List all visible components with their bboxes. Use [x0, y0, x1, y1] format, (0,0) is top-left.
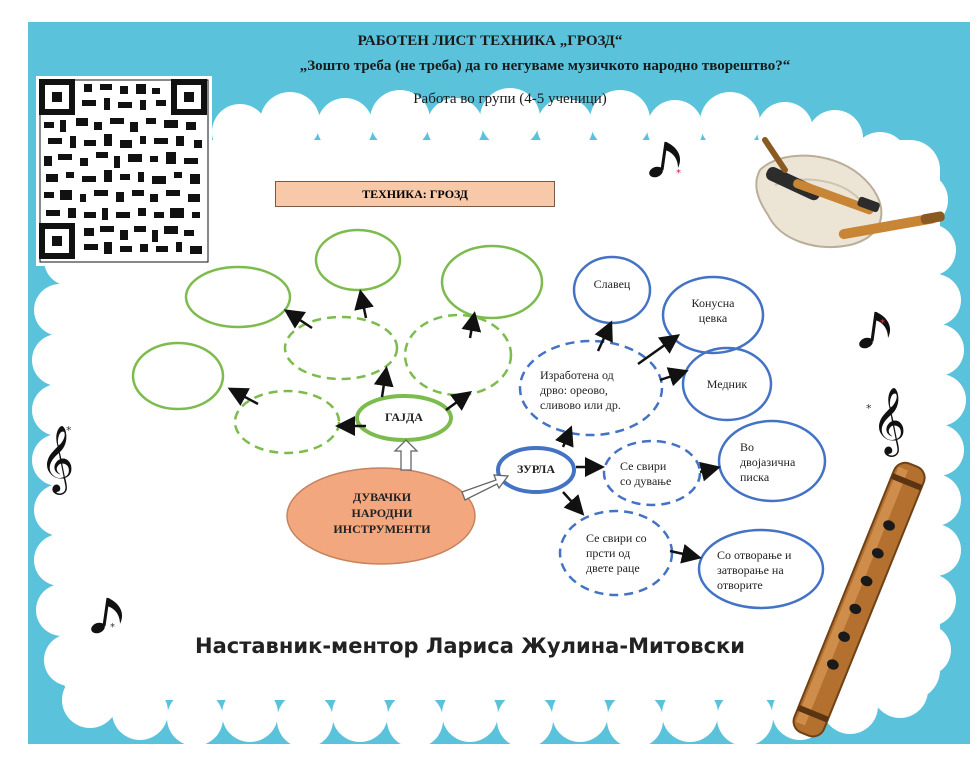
music-note-icon: *: [859, 311, 891, 349]
reed-line-2: двојазична: [740, 455, 796, 469]
connector-arrows: [227, 289, 721, 564]
zurla-node: [496, 446, 576, 494]
made-of-bubble: [518, 339, 664, 437]
holes-line-3: отворите: [717, 578, 763, 592]
made-of-line-1: Изработена од: [540, 368, 614, 382]
blow-label: Се свири со дување: [620, 459, 690, 489]
gajda-solid-bubble-1: [184, 265, 292, 329]
fingers-label: Се свири со прсти од двете раце: [586, 531, 666, 576]
holes-line-2: затворање на: [717, 563, 784, 577]
zurla-label: ЗУРЛА: [517, 462, 555, 476]
gajda-node: [355, 394, 453, 442]
conical-line-1: Конусна: [691, 296, 735, 310]
center-line-1: ДУВАЧКИ: [352, 490, 412, 504]
svg-text:𝄞: 𝄞: [872, 386, 906, 457]
reed-line-3: писка: [740, 470, 770, 484]
blow-line-2: со дување: [620, 474, 672, 488]
conical-bubble: [661, 275, 765, 355]
made-of-line-3: сливово или др.: [540, 398, 621, 412]
holes-label: Со отворање и затворање на отворите: [717, 548, 817, 593]
fingers-line-1: Се свири со: [586, 531, 647, 545]
block-arrows: [393, 439, 510, 501]
worksheet-title: РАБОТЕН ЛИСТ ТЕХНИКА „ГРОЗД“: [357, 33, 623, 49]
bagpipe-icon: [755, 137, 945, 248]
music-note-icon: *: [91, 597, 123, 634]
made-of-label: Изработена од дрво: ореово, сливово или …: [540, 368, 650, 413]
fingers-bubble: [558, 509, 674, 597]
svg-text:𝄞: 𝄞: [40, 424, 74, 495]
reed-bubble: [717, 419, 827, 503]
center-line-3: ИНСТРУМЕНТИ: [333, 522, 431, 536]
conical-label: Конусна цевка: [683, 296, 743, 326]
gajda-solid-bubble-4: [131, 341, 225, 411]
technique-label: ТЕХНИКА: ГРОЗД: [275, 181, 555, 207]
svg-text:*: *: [676, 168, 681, 179]
made-of-line-2: дрво: ореово,: [540, 383, 608, 397]
worksheet-subtitle: Работа во групи (4-5 ученици): [413, 91, 607, 107]
center-node-label: ДУВАЧКИ НАРОДНИ ИНСТРУМЕНТИ: [322, 489, 442, 537]
zurla-cluster: [496, 255, 827, 610]
blow-line-1: Се свири: [620, 459, 667, 473]
svg-text:*: *: [866, 402, 872, 415]
conical-line-2: цевка: [698, 311, 728, 325]
gajda-dashed-bubble-1: [283, 315, 399, 381]
center-node: [286, 467, 476, 565]
treble-clef-icon: 𝄞 *: [40, 424, 74, 495]
treble-clef-icon: 𝄞 *: [866, 386, 906, 457]
gajda-dashed-bubble-2: [403, 313, 513, 397]
reed-line-1: Во: [740, 440, 755, 454]
fingers-line-2: прсти од: [586, 546, 631, 560]
gajda-solid-bubble-3: [440, 244, 544, 320]
music-note-icon: *: [649, 141, 681, 179]
svg-text:*: *: [880, 318, 885, 329]
holes-line-1: Со отворање и: [717, 548, 792, 562]
center-line-2: НАРОДНИ: [351, 506, 413, 520]
mentor-signature: Наставник-ментор Лариса Жулина-Митовски: [195, 634, 745, 658]
brass-label: Медник: [706, 377, 748, 391]
flute-icon: [792, 461, 926, 738]
qr-code-icon: [36, 76, 212, 266]
svg-text:*: *: [66, 424, 72, 437]
gajda-label: ГАЈДА: [385, 410, 423, 424]
slavec-label: Славец: [593, 277, 631, 291]
holes-bubble: [697, 528, 825, 610]
worksheet-question: „Зошто треба (не треба) да го негуваме м…: [299, 58, 791, 74]
svg-text:*: *: [110, 622, 115, 633]
reed-label: Во двојазична писка: [740, 440, 820, 485]
fingers-line-3: двете раце: [586, 561, 640, 575]
